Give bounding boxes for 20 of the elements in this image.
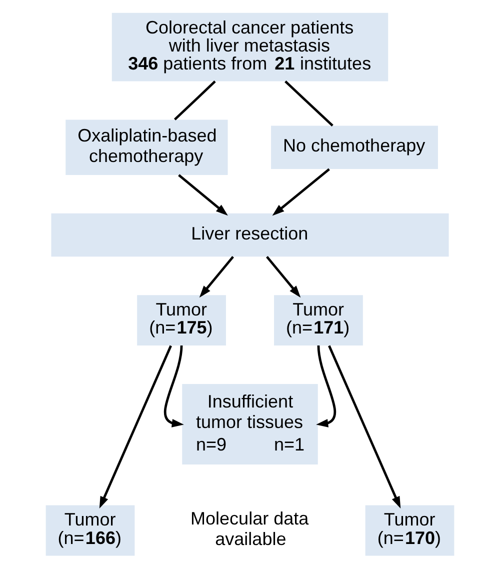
node-box: Colorectal cancer patients with liver metastasis 346 patients from 21 institutes bbox=[112, 12, 388, 82]
node-box: No chemotherapy bbox=[271, 126, 438, 169]
arrow bbox=[266, 256, 301, 298]
node-box: Liver resection bbox=[51, 213, 449, 257]
node-box: Tumor (n=175) bbox=[137, 295, 226, 346]
label: Molecular data available bbox=[190, 508, 309, 549]
arrow bbox=[99, 345, 172, 509]
arrow bbox=[272, 168, 330, 216]
connector bbox=[284, 80, 334, 126]
arrow bbox=[316, 345, 336, 428]
connector bbox=[174, 80, 216, 120]
arrow bbox=[199, 256, 234, 298]
node-box: Insufficient tumor tissues n=9 n=1 bbox=[182, 384, 318, 464]
node-box: Tumor (n=171) bbox=[274, 295, 363, 346]
arrow bbox=[164, 345, 184, 428]
arrow bbox=[178, 174, 228, 216]
node-box: Tumor (n=166) bbox=[46, 505, 135, 556]
node-box: Tumor (n=170) bbox=[365, 505, 454, 556]
arrow bbox=[328, 345, 401, 509]
node-box: Oxaliplatin-based chemotherapy bbox=[66, 120, 228, 175]
